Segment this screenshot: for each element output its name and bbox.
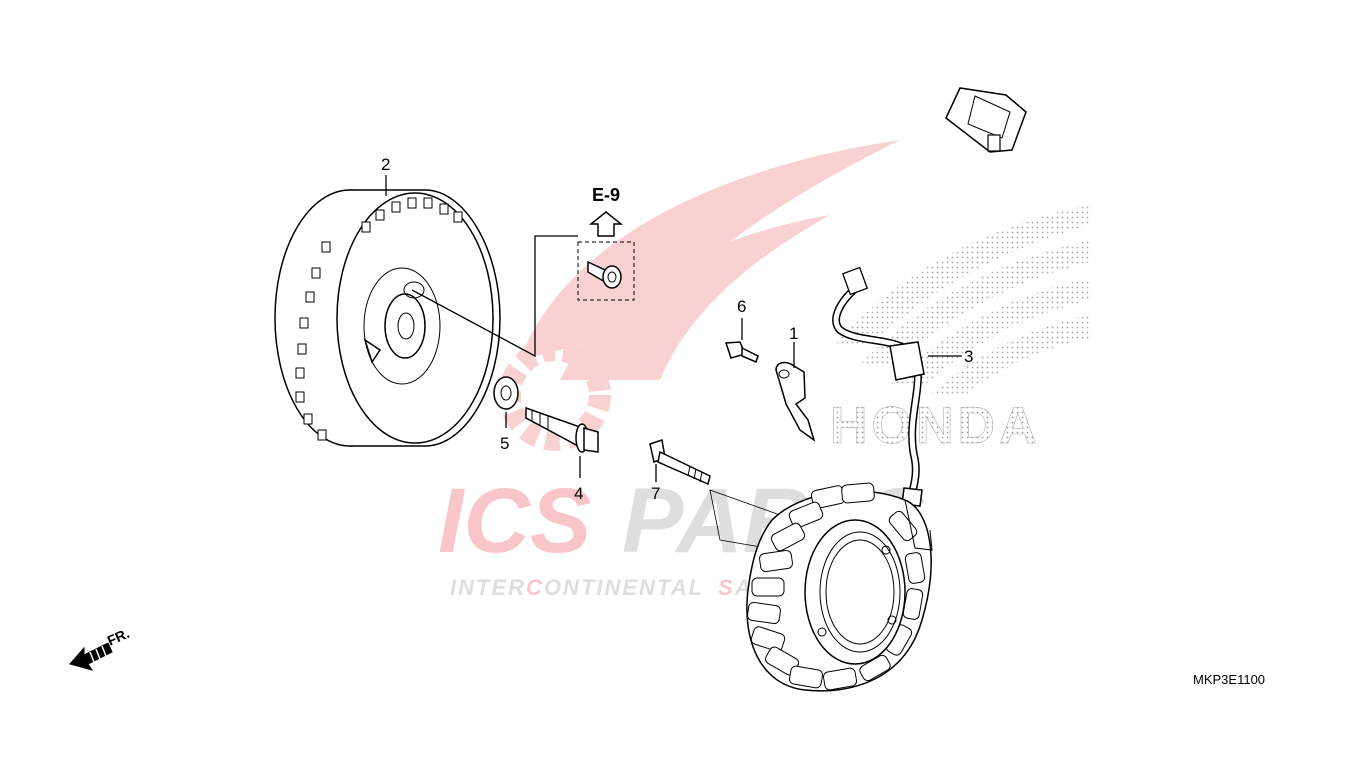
- reference-e9: [577, 211, 635, 301]
- wire-clamp-bracket: [775, 342, 816, 442]
- tagline-seg-2: C: [526, 575, 544, 600]
- callout-6: 6: [737, 297, 746, 316]
- stator-assembly: [746, 87, 1027, 692]
- flywheel-rotor: [274, 175, 578, 447]
- honda-wing-watermark: [835, 205, 1090, 395]
- watermark-tagline: INTERCONTINENTALSALES: [450, 575, 801, 600]
- flange-bolt: [525, 406, 599, 478]
- diagram-code: MKP3E1100: [1193, 672, 1265, 687]
- long-bolt: [649, 439, 791, 553]
- callout-7: 7: [651, 484, 660, 503]
- tagline-seg-1: INTER: [450, 575, 526, 600]
- honda-logo-word: HONDA: [830, 397, 1041, 455]
- reference-label: E-9: [592, 185, 620, 205]
- callout-4: 4: [574, 484, 583, 503]
- bolt-e9: [587, 260, 622, 289]
- callout-2: 2: [381, 155, 390, 174]
- watermark-brand-ics: ICS: [438, 470, 591, 572]
- small-bolt: [724, 318, 759, 364]
- front-direction-label: FR.: [105, 625, 132, 649]
- callout-1: 1: [789, 324, 798, 343]
- front-direction-arrow: FR.: [69, 625, 132, 671]
- coupler-connector: [945, 87, 1027, 153]
- tagline-seg-3: ONTINENTAL: [544, 575, 704, 600]
- washer: [493, 376, 519, 428]
- callout-3: 3: [964, 347, 973, 366]
- callout-5: 5: [500, 434, 509, 453]
- ics-wing-watermark: [499, 140, 900, 451]
- tagline-seg-4: S: [718, 575, 735, 600]
